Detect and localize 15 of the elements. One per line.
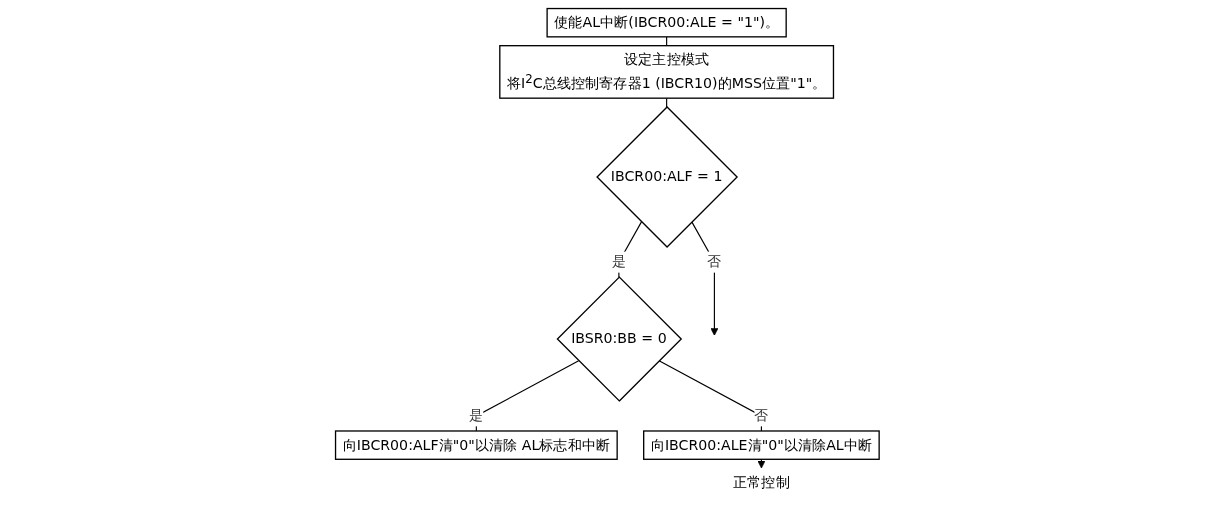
node-box: 设定主控模式 将I$^{2}$C总线控制寄存器1 (IBCR10)的MSS位置"1"。 [498,45,834,99]
edge-label: 否 [706,253,722,271]
node-text: 正常控制 [732,473,790,491]
arrow [690,221,718,336]
node-box: 使能AL中断(IBCR00:ALE = "1")。 [546,7,787,38]
edge-label: 否 [754,407,769,424]
node-box: 向IBCR00:ALF清"0"以清除 AL标志和中断 [334,430,618,460]
arrow [757,458,765,469]
connector [475,360,579,432]
connector [658,360,762,432]
edge-label: 是 [468,407,484,424]
edge-label: 是 [611,253,626,271]
node-diamond: IBSR0:BB = 0 [556,276,682,402]
node-box: 向IBCR00:ALE清"0"以清除AL中断 [642,430,880,460]
node-diamond: IBCR00:ALF = 1 [595,106,738,248]
